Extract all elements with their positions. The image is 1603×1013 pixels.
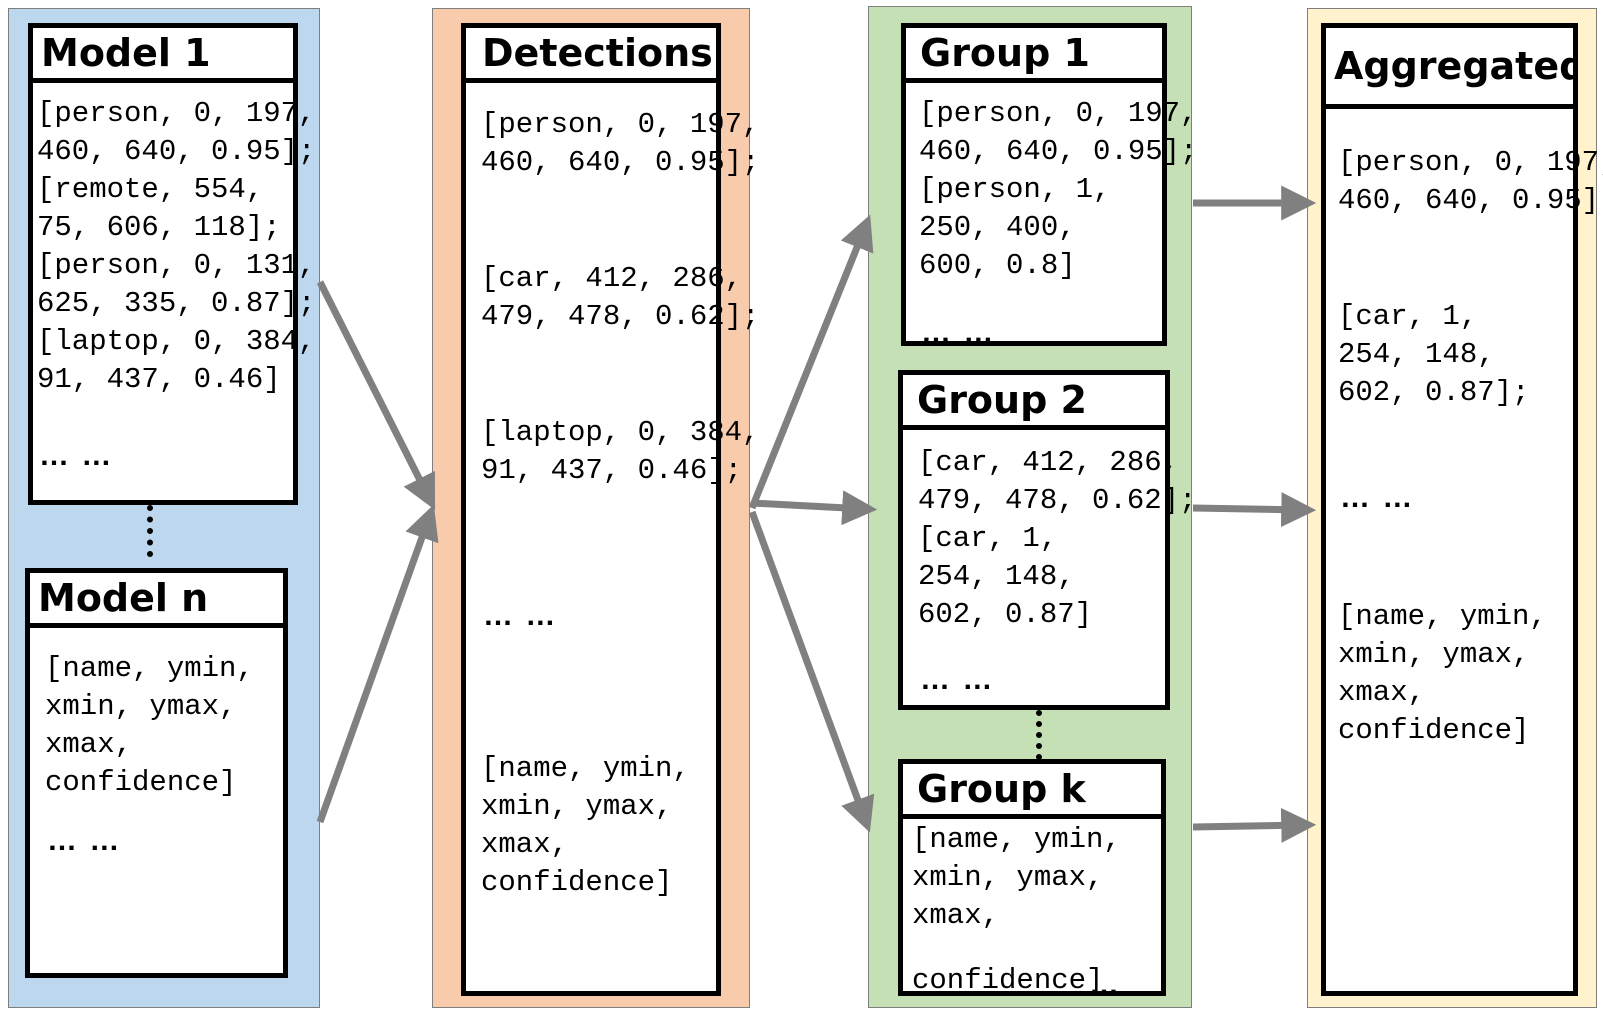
detections-ellipsis: … … bbox=[483, 599, 558, 632]
aggregated-ellipsis: … … bbox=[1340, 481, 1415, 514]
modeln-box: Model n [name, ymin, xmin, ymax, xmax, c… bbox=[25, 568, 288, 978]
groupk-title: Group k bbox=[903, 764, 1161, 819]
model1-box: Model 1 [person, 0, 197, 460, 640, 0.95]… bbox=[28, 23, 315, 505]
group2-ellipsis: … … bbox=[920, 663, 995, 696]
group2-box: Group 2 [car, 412, 286, 479, 478, 0.62];… bbox=[898, 370, 1196, 710]
aggregated-entry-2: [car, 1, 254, 148, 602, 0.87]; bbox=[1338, 300, 1530, 409]
aggregated-entry-1: [person, 0, 197, 460, 640, 0.95]; bbox=[1338, 146, 1603, 217]
groupk-box: Group k [name, ymin, xmin, ymax, xmax, c… bbox=[898, 759, 1166, 1000]
arrow-detections-to-group2 bbox=[751, 490, 878, 526]
detections-box: Detections [person, 0, 197, 460, 640, 0.… bbox=[461, 23, 759, 996]
aggregated-box: Aggregated [person, 0, 197, 460, 640, 0.… bbox=[1321, 23, 1603, 996]
arrow-model1-to-detections bbox=[316, 280, 436, 510]
model1-ellipsis: … … bbox=[39, 439, 114, 472]
group1-title: Group 1 bbox=[906, 28, 1162, 83]
group1-ellipsis: … … bbox=[921, 316, 996, 349]
modeln-detections: [name, ymin, xmin, ymax, xmax, confidenc… bbox=[45, 652, 254, 799]
group1-detections: [person, 0, 197, 460, 640, 0.95]; [perso… bbox=[919, 97, 1198, 282]
arrow-groupk-to-aggregated bbox=[1192, 807, 1317, 843]
aggregated-entry-3: [name, ymin, xmin, ymax, xmax, confidenc… bbox=[1338, 600, 1547, 747]
group1-box: Group 1 [person, 0, 197, 460, 640, 0.95]… bbox=[901, 23, 1197, 349]
arrow-detections-to-group1 bbox=[748, 214, 874, 510]
arrow-detections-to-groupk bbox=[748, 510, 875, 833]
arrow-group2-to-aggregated bbox=[1192, 492, 1317, 528]
groupk-ellipsis: … bbox=[1089, 968, 1121, 1001]
modeln-title: Model n bbox=[30, 573, 283, 628]
detections-title: Detections bbox=[466, 28, 716, 83]
model1-detections: [person, 0, 197, 460, 640, 0.95]; [remot… bbox=[37, 97, 316, 396]
arrow-modeln-to-detections bbox=[316, 504, 439, 824]
detections-entry-1: [person, 0, 197, 460, 640, 0.95]; bbox=[481, 108, 760, 179]
model1-title: Model 1 bbox=[33, 28, 293, 83]
detections-entry-3: [laptop, 0, 384, 91, 437, 0.46]; bbox=[481, 416, 760, 487]
models-vertical-dots bbox=[147, 505, 153, 557]
groups-vertical-dots bbox=[1036, 710, 1042, 760]
modeln-ellipsis: … … bbox=[47, 824, 122, 857]
groupk-detections: [name, ymin, xmin, ymax, xmax, bbox=[912, 823, 1121, 932]
groupk-last-line: confidence] bbox=[912, 964, 1104, 997]
detections-entry-4: [name, ymin, xmin, ymax, xmax, confidenc… bbox=[481, 752, 690, 899]
group2-title: Group 2 bbox=[903, 375, 1165, 430]
aggregated-title: Aggregated bbox=[1326, 28, 1573, 109]
group2-detections: [car, 412, 286, 479, 478, 0.62]; [car, 1… bbox=[918, 446, 1197, 631]
detections-entry-2: [car, 412, 286, 479, 478, 0.62]; bbox=[481, 262, 760, 333]
